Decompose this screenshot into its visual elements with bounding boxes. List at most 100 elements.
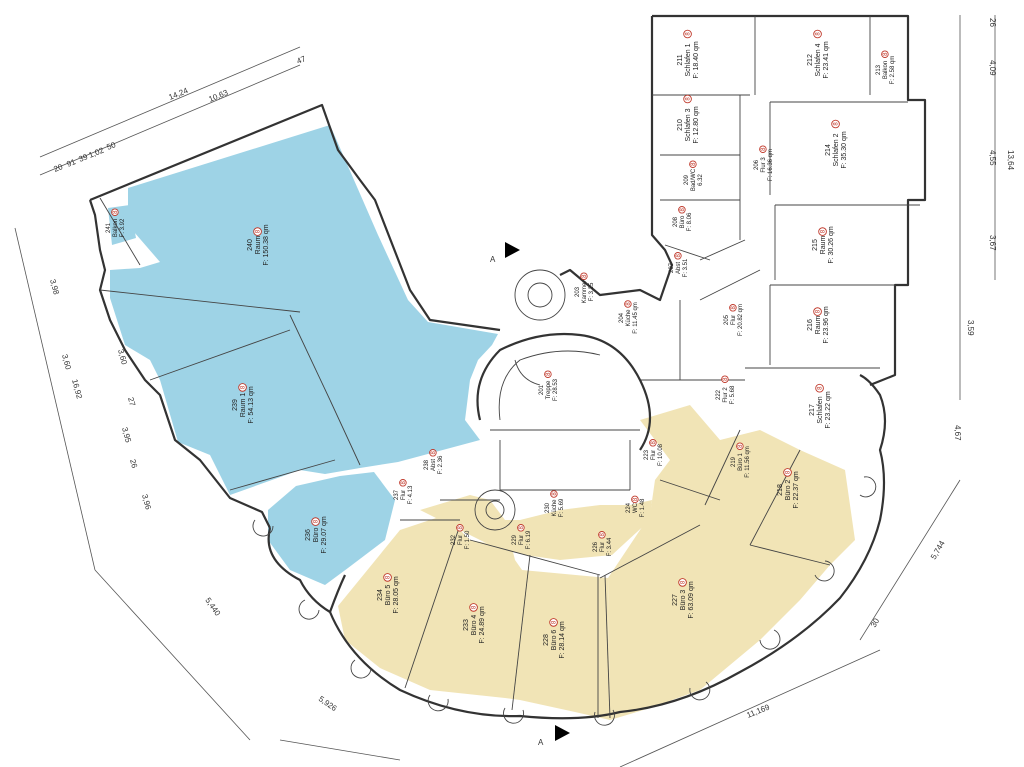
dim-diag-right-2: 30: [869, 616, 882, 629]
room-badge-icon: [429, 449, 437, 457]
dim-left-1: 3,98: [48, 278, 61, 296]
dim-top-small-2: 91: [65, 157, 77, 169]
room-badge-icon: [517, 524, 525, 532]
room-area: F: 11.56 qm: [745, 446, 751, 478]
room-area: F: 23.96 qm: [823, 306, 830, 344]
room-badge-text: 8: [816, 32, 822, 36]
room-badge-icon: [818, 227, 827, 236]
walls: [88, 14, 927, 726]
room-badge-icon: [549, 618, 558, 627]
room-badge-text: 8: [680, 207, 686, 211]
room-area: F: 29.07 qm: [321, 516, 328, 554]
room-badge-icon: [783, 468, 792, 477]
room-number: 218: [777, 484, 784, 496]
room-number: 239: [232, 399, 239, 411]
room-area: F: 4.13: [408, 485, 414, 504]
room-badge-text: 8: [600, 532, 606, 536]
room-name: Schlafen 3: [685, 108, 692, 141]
room-area: F: 28.14 qm: [559, 621, 566, 659]
dimension-lines: [14, 15, 996, 767]
dim-left-4: 3,60: [116, 348, 129, 366]
room-number: 227: [672, 594, 679, 606]
room-badge-text: 8: [723, 377, 729, 381]
room-name: Treppe: [546, 380, 552, 399]
room-badge-text: 8: [472, 605, 478, 609]
room-badge-text: 8: [552, 620, 558, 624]
room-name: Büro 3: [680, 590, 687, 611]
room-badge-icon: [678, 206, 686, 214]
room-name: WC: [633, 502, 639, 513]
room-number: 216: [807, 319, 814, 331]
yellow-zone-east: [608, 405, 855, 720]
room-name: Flur 2: [723, 387, 729, 403]
room-name: Schlafen 2: [833, 133, 840, 166]
room-badge-icon: [238, 383, 247, 392]
room-number: 204: [619, 312, 625, 323]
room-area: F: 3.44: [607, 537, 613, 556]
room-name: Büro 2: [785, 480, 792, 501]
room-area: F: 20.82 qm: [738, 304, 744, 336]
room-number: 211: [677, 54, 684, 65]
room-area: F: 23.41 qm: [823, 41, 830, 79]
room-name: Balkon: [113, 219, 119, 237]
dim-right-6: 3,59: [966, 320, 975, 336]
room-badge-icon: [649, 439, 657, 447]
room-badge-text: 8: [883, 52, 889, 56]
room-badge-text: 8: [834, 122, 840, 126]
room-badge-icon: [624, 300, 632, 308]
room-badge-text: 8: [314, 519, 320, 523]
room-badge-text: 8: [256, 229, 262, 233]
room-number: 240: [247, 239, 254, 251]
room-name: Abst: [431, 459, 437, 471]
room-badge-icon: [111, 208, 119, 216]
dim-diag-right-1: 5,744: [929, 539, 947, 561]
blue-zone-room-236: [268, 472, 395, 585]
room-badge-icon: [729, 304, 737, 312]
room-area: F: 28.05 qm: [393, 576, 400, 614]
dim-right-3: 13,64: [1006, 150, 1015, 171]
room-badge-icon: [631, 495, 639, 504]
section-label-south: A: [538, 738, 544, 747]
room-name: Balkon: [883, 61, 889, 79]
dim-top-small-1: 20: [52, 162, 64, 174]
room-number: 209: [684, 174, 690, 185]
room-name: Flur: [401, 490, 407, 500]
room-name: Kammer: [582, 281, 588, 304]
room-name: Büro 5: [385, 585, 392, 606]
room-badge-text: 8: [691, 162, 697, 166]
room-badge-text: 8: [676, 253, 682, 257]
room-area: F: 63.09 qm: [688, 581, 695, 619]
room-name: Bad/WC: [691, 168, 697, 191]
room-number: 234: [377, 589, 384, 601]
room-badge-text: 8: [552, 492, 558, 496]
room-number: 208: [673, 216, 679, 227]
room-badge-icon: [721, 375, 729, 383]
room-area: F: 5.68: [730, 385, 736, 404]
dim-right-1: 26: [988, 18, 997, 27]
room-number: 223: [644, 449, 650, 460]
dim-top-small-3: 39: [77, 152, 89, 164]
room-area: F: 24.89 qm: [479, 606, 486, 644]
room-area: F: 8.06: [687, 212, 693, 231]
section-marker-north: A: [490, 242, 520, 264]
room-badge-icon: [813, 307, 822, 316]
dim-left-2: 3,60: [60, 353, 73, 371]
room-name: Büro: [680, 215, 686, 228]
